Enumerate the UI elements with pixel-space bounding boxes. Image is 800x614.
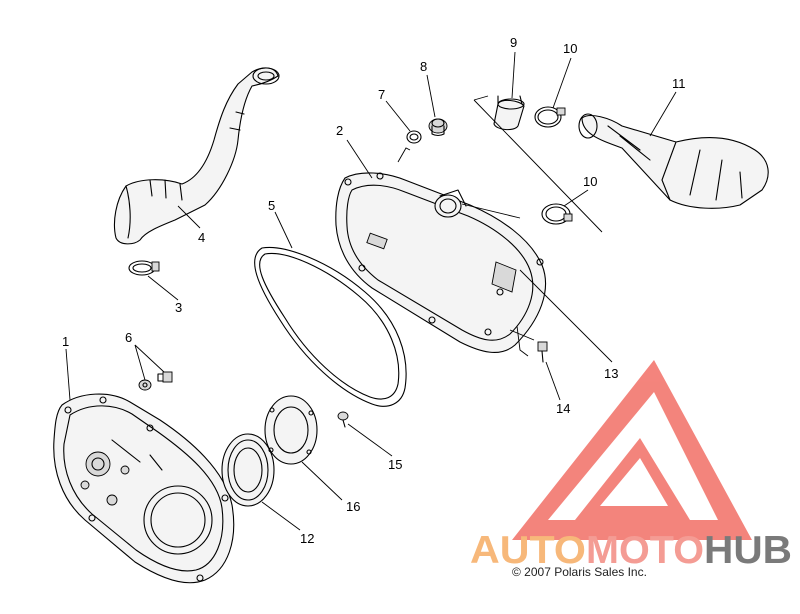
cover-seal: [221, 433, 275, 507]
duct-clamp-lower: [541, 203, 573, 225]
callout-16: 16: [346, 499, 360, 514]
callout-12: 12: [300, 531, 314, 546]
callout-8: 8: [420, 59, 427, 74]
hose-clamp-small: [128, 260, 160, 276]
callout-9: 9: [510, 35, 517, 50]
copyright-notice: © 2007 Polaris Sales Inc.: [512, 565, 647, 579]
screw-14: [537, 341, 548, 363]
duct-coupler: [493, 95, 525, 131]
automotohub-logo: [512, 360, 752, 540]
callout-15: 15: [388, 457, 402, 472]
air-intake-duct: [578, 113, 769, 209]
leader-lines: [65, 51, 677, 531]
inner-clutch-cover: [335, 172, 546, 353]
duct-clamp-upper: [534, 106, 566, 128]
callout-labels: 1 2 3 4 5 6 7 8 9 10 10 11 12 13 14 15 1…: [62, 35, 686, 546]
wordmark-auto: AUTO: [470, 529, 586, 572]
callout-10-lower: 10: [583, 174, 597, 189]
callout-5: 5: [268, 198, 275, 213]
outer-clutch-cover: [53, 393, 235, 584]
automotohub-wordmark: AUTO MOTO HUB: [470, 529, 792, 572]
drain-plug: [428, 118, 448, 137]
callout-13: 13: [604, 366, 618, 381]
callout-7: 7: [378, 87, 385, 102]
screw-15: [337, 411, 349, 428]
callout-3: 3: [175, 300, 182, 315]
callout-6: 6: [125, 330, 132, 345]
callout-10-upper: 10: [563, 41, 577, 56]
o-ring: [406, 130, 422, 144]
callout-4: 4: [198, 230, 205, 245]
callout-1: 1: [62, 334, 69, 349]
intake-duct: [113, 67, 280, 245]
wordmark-moto: MOTO: [586, 529, 704, 572]
callout-2: 2: [336, 123, 343, 138]
bolt-set-6: [138, 371, 173, 391]
drive-belt: [254, 246, 407, 407]
callout-14: 14: [556, 401, 570, 416]
wordmark-hub: HUB: [704, 529, 792, 572]
cover-plate: [264, 395, 318, 465]
callout-11: 11: [672, 76, 686, 91]
